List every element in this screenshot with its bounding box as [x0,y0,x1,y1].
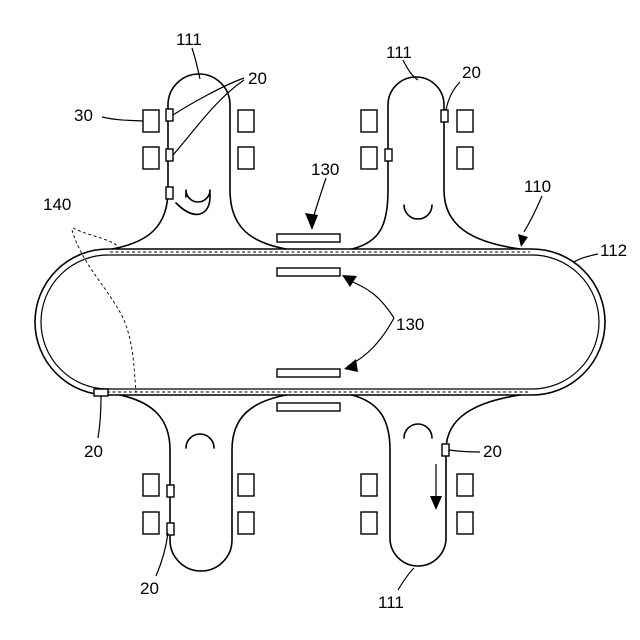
guide-bar-2 [277,268,340,276]
guide-bar-4 [277,403,340,411]
station-bottom-left-1 [143,474,159,496]
branch-loop-bottom-left-inner [186,434,214,448]
sensor-main-left [94,389,108,396]
station-top-left-4 [238,147,254,169]
guide-bar-1 [277,234,340,242]
leader-20-top-left-b [173,80,244,155]
label-20-main-left: 20 [84,442,103,461]
station-bottom-right-1 [361,474,377,496]
leader-30 [102,117,143,121]
label-130-middle: 130 [396,315,424,334]
label-111-top-left: 111 [176,30,202,49]
sensor-bottom-right-1 [442,444,449,456]
station-top-right-3 [457,110,473,132]
branch-loop-bottom-right-inner [404,424,432,438]
label-20-bottom-left: 20 [140,579,159,598]
label-112: 112 [600,241,627,260]
station-bottom-right-4 [457,512,473,534]
branch-loop-top-left-inner [176,190,210,214]
arrow-130-middle-b-head [344,359,358,372]
branch-loop-top-right-inner [404,205,432,219]
label-20-top-left: 20 [248,69,267,88]
leader-130-middle-a [348,280,394,318]
leader-20-top-left-a [173,78,244,115]
label-111-top-right: 111 [386,43,412,62]
direction-arrow-head [430,496,442,510]
leader-112 [574,254,598,262]
station-top-left-3 [238,110,254,132]
leader-20-top-right [446,82,460,110]
label-20-top-right: 20 [462,63,481,82]
sensor-top-left-1 [166,109,173,121]
leader-20-main-left [98,396,101,438]
station-bottom-left-3 [238,474,254,496]
arrow-110-head [518,234,528,247]
arrow-130-top-head [305,213,318,230]
label-30: 30 [74,106,93,125]
station-bottom-left-2 [143,512,159,534]
branch-loop-top-left [112,74,286,249]
station-top-right-1 [361,110,377,132]
sensor-top-left-3 [166,187,173,199]
station-top-right-2 [361,147,377,169]
station-bottom-right-2 [361,512,377,534]
arrow-130-middle-a-head [342,275,357,287]
station-bottom-right-3 [457,474,473,496]
station-top-left-2 [143,147,159,169]
wiring-line-1 [73,228,120,250]
leader-20-bottom-left [156,533,168,576]
label-111-bottom-right: 111 [378,593,404,612]
guide-bar-3 [277,369,340,377]
sensor-bottom-left-1 [167,485,174,497]
label-130-top: 130 [311,160,339,179]
label-110: 110 [524,177,551,196]
station-top-right-4 [457,147,473,169]
sensor-top-left-2 [166,149,173,161]
sensor-top-right-1 [441,110,448,122]
label-140: 140 [43,195,71,214]
leader-20-bottom-right [449,450,480,452]
label-20-bottom-right: 20 [483,442,502,461]
station-top-left-1 [143,110,159,132]
sensor-top-right-2 [385,149,392,161]
leader-111-bottom-right [398,568,414,590]
leader-110 [524,196,542,232]
station-bottom-left-4 [238,512,254,534]
leader-130-middle-b [348,318,394,366]
